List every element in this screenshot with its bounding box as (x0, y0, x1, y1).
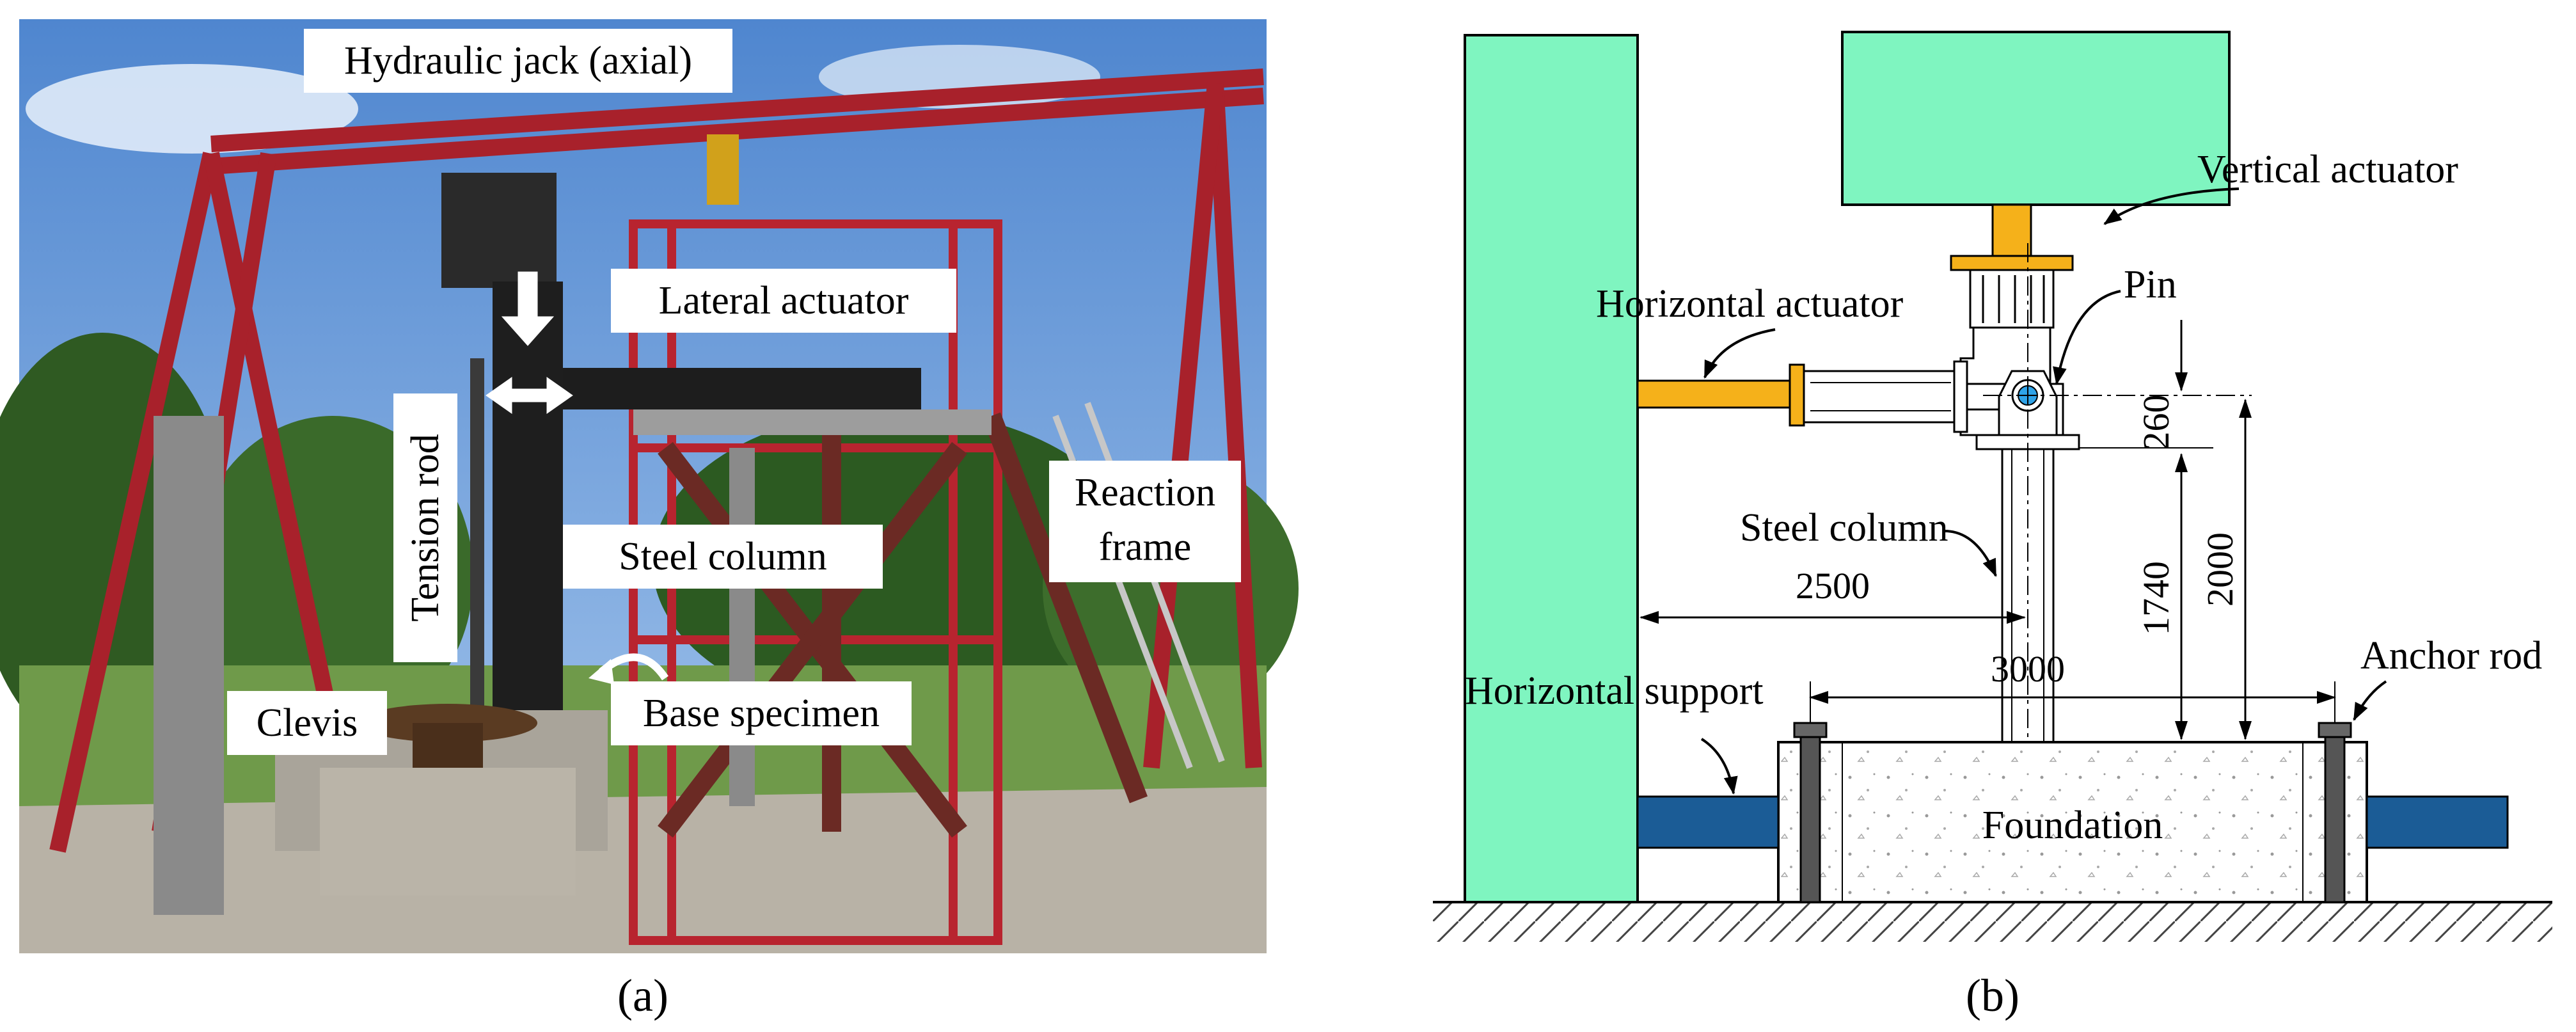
rotation-arrowhead (589, 659, 614, 685)
svg-text:Tension rod: Tension rod (404, 434, 447, 622)
dim-260: 260 (2135, 395, 2177, 450)
dim-3000: 3000 (1991, 648, 2065, 690)
dim-2000: 2000 (2199, 532, 2241, 607)
svg-text:Base specimen: Base specimen (643, 692, 880, 735)
svg-text:Lateral actuator: Lateral actuator (659, 279, 909, 322)
horizontal-actuator-flange (1789, 363, 1805, 427)
caption-b: (b) (1966, 970, 2019, 1021)
leader-horizontal-actuator (1703, 328, 1776, 379)
label-tension-rod: Tension rod (393, 393, 457, 662)
label-horizontal-support: Horizontal support (1465, 669, 1764, 713)
label-pin: Pin (2124, 263, 2177, 306)
ground-hatch (1433, 903, 2552, 942)
horizontal-support-right (2366, 795, 2509, 849)
dim-2500: 2500 (1796, 565, 1870, 607)
leader-anchor-rod (2353, 680, 2387, 721)
reaction-wall (1464, 34, 1639, 903)
horizontal-actuator-body (1803, 370, 1959, 424)
clevis-body (413, 723, 483, 768)
label-anchor-rod: Anchor rod (2360, 634, 2542, 678)
hoist (707, 134, 739, 205)
caption-a: (a) (617, 970, 668, 1021)
foundation-label: Foundation (1982, 804, 2163, 847)
label-clevis: Clevis (227, 691, 387, 755)
column-photo (493, 282, 563, 729)
reaction-block (1841, 31, 2231, 206)
panel-a-photo: Hydraulic jack (axial) Lateral actuator … (0, 19, 1299, 953)
panel-b-schematic: Foundation Vertical actuator Pin Horizon… (1433, 31, 2552, 942)
support-post (729, 448, 755, 806)
svg-text:Steel column: Steel column (619, 535, 826, 578)
leader-vertical-actuator (2103, 187, 2240, 225)
bracing (658, 384, 1148, 838)
label-vertical-actuator: Vertical actuator (2197, 148, 2458, 191)
tension-rod-photo (470, 358, 484, 768)
svg-text:Clevis: Clevis (257, 701, 358, 745)
label-base-specimen: Base specimen (611, 681, 912, 745)
lateral-load-arrow (486, 377, 573, 414)
leader-steel-column (1944, 530, 1997, 577)
lateral-actuator-photo (563, 368, 921, 409)
load-cell-ribs (1982, 275, 2045, 323)
cloud (26, 64, 358, 154)
leader-horizontal-support (1700, 738, 1738, 795)
label-steel-column: Steel column (563, 525, 883, 589)
vertical-actuator-plate (1950, 255, 2074, 271)
axial-load-arrow (501, 271, 555, 346)
label-hydraulic-jack: Hydraulic jack (axial) (304, 29, 732, 93)
label-steel-column-b: Steel column (1740, 506, 1948, 550)
leader-pin (2053, 290, 2121, 385)
svg-text:frame: frame (1099, 525, 1192, 569)
dim-1740: 1740 (2135, 561, 2177, 635)
foundation-texture (1781, 745, 2364, 900)
label-lateral-actuator: Lateral actuator (611, 269, 956, 333)
svg-text:Reaction: Reaction (1075, 471, 1215, 514)
horizontal-support-left (1636, 795, 1780, 849)
label-reaction-frame: Reaction frame (1049, 461, 1241, 582)
horizontal-actuator-rod (1636, 379, 1792, 409)
actuator-platform (633, 409, 992, 435)
label-horizontal-actuator: Horizontal actuator (1596, 282, 1904, 326)
horizontal-actuator-end (1953, 360, 1968, 433)
concrete-pedestal (320, 768, 576, 896)
svg-text:Hydraulic jack (axial): Hydraulic jack (axial) (344, 39, 692, 83)
loading-beam (441, 173, 557, 288)
support-post (154, 416, 224, 915)
vertical-actuator-ram (1991, 203, 2032, 257)
